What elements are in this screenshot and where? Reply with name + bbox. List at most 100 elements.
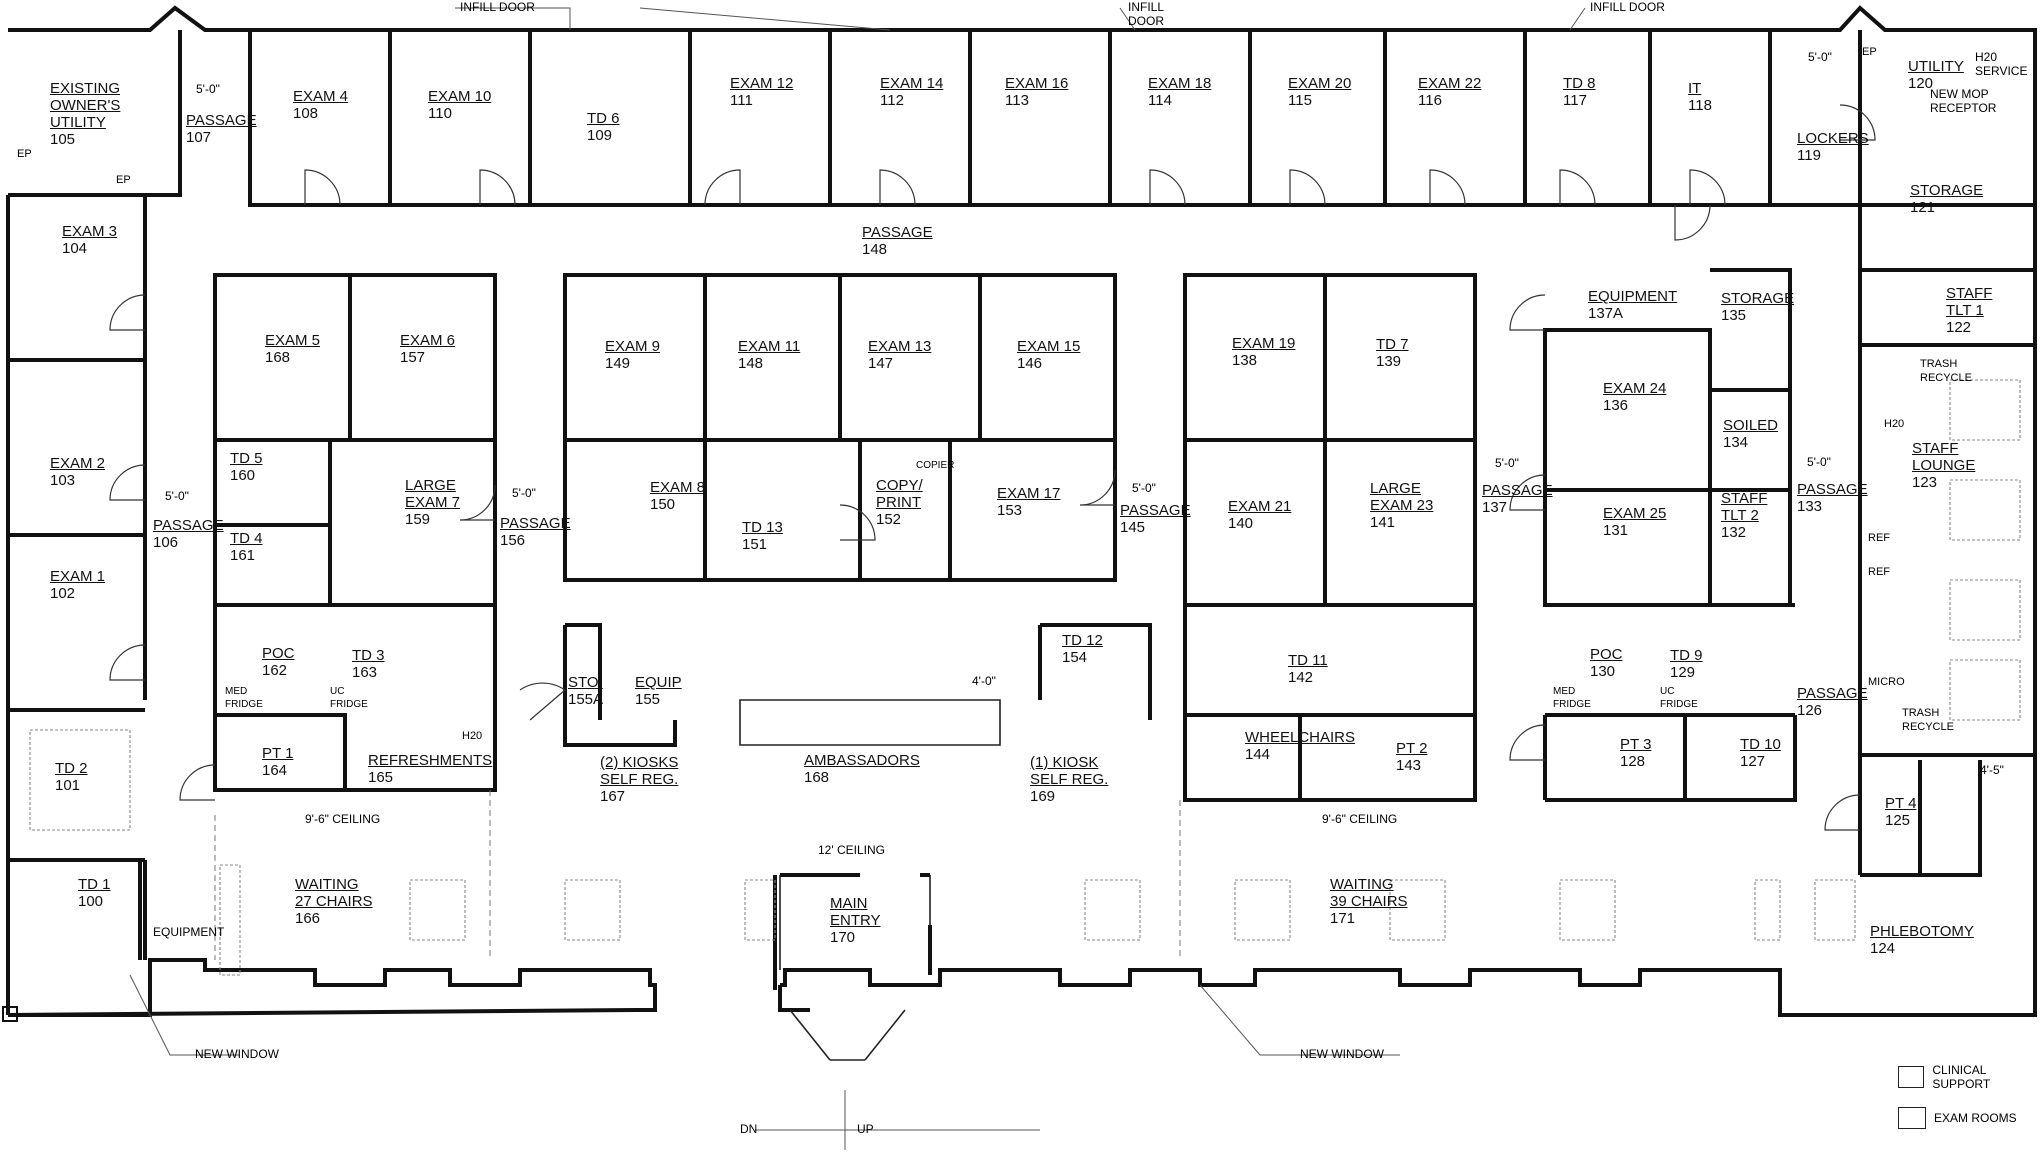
room-name: POC <box>1590 646 1623 663</box>
room-number: 115 <box>1288 92 1312 109</box>
room-number: 108 <box>293 105 319 122</box>
room-name: EXAM 4 <box>293 88 349 105</box>
room-number: 138 <box>1232 352 1258 369</box>
room-name: EXAM 12 <box>730 75 794 92</box>
room-name: EXAM 14 <box>880 75 944 92</box>
room-name: TD 12 <box>1062 632 1103 649</box>
room-number: 163 <box>352 664 378 681</box>
note-equipment-west: EQUIPMENT <box>153 925 225 939</box>
core-block-b <box>563 273 1117 582</box>
room-number: 130 <box>1590 663 1616 680</box>
room-name: UTILITY <box>1908 58 1964 75</box>
room-name: TD 11 <box>1288 652 1328 669</box>
room-number: 155A <box>568 691 604 708</box>
room-name: TD 5 <box>230 450 263 467</box>
room-name: (1) KIOSK <box>1030 754 1099 771</box>
room-number: 109 <box>587 127 613 144</box>
legend-label: EXAM ROOMS <box>1934 1111 2017 1125</box>
note-dn: DN <box>740 1122 758 1136</box>
room-number: 114 <box>1148 92 1172 109</box>
room-name: EXAM 2 <box>50 455 106 472</box>
room-name: STAFF <box>1946 285 1993 302</box>
note-med-fridge-2a: MED <box>1553 686 1576 697</box>
note-h20-service: H20 <box>1975 50 1998 64</box>
room-number: 171 <box>1330 910 1356 927</box>
room-name: EXAM 16 <box>1005 75 1069 92</box>
room-name: TD 13 <box>742 519 783 536</box>
room-number: 137A <box>1588 305 1624 322</box>
room-number: 102 <box>50 585 76 602</box>
room-name: PASSAGE <box>1797 685 1868 702</box>
room-name: EXAM 21 <box>1228 498 1292 515</box>
room-name: EXAM 11 <box>738 338 801 355</box>
note-med-fridge-2b: FRIDGE <box>1553 699 1591 710</box>
room-name: LARGE <box>1370 480 1421 497</box>
core-block-a <box>213 273 497 792</box>
room-name: SOILED <box>1723 417 1779 434</box>
room-name: TD 2 <box>55 760 88 777</box>
room-name: OWNER'S <box>50 97 121 114</box>
note-infill-door-1: INFILL DOOR <box>460 0 535 14</box>
room-number: 156 <box>500 532 526 549</box>
room-name: REFRESHMENTS <box>368 752 493 769</box>
room-number: 127 <box>1740 753 1766 770</box>
room-name: EXAM 24 <box>1603 380 1667 397</box>
room-name: PHLEBOTOMY <box>1870 923 1974 940</box>
lower-walls <box>10 623 1982 960</box>
legend-item-clinical-support: CLINICAL SUPPORT <box>1898 1063 2040 1091</box>
room-name: (2) KIOSKS <box>600 754 679 771</box>
room-name: STO. <box>568 674 603 691</box>
legend-item-exam-rooms: EXAM ROOMS <box>1898 1107 2040 1129</box>
note-ep-3: EP <box>1862 46 1877 58</box>
core-block-c <box>1183 273 1477 802</box>
furniture <box>29 379 2021 976</box>
room-number: 112 <box>880 92 904 109</box>
room-number: 164 <box>262 762 288 779</box>
room-name: EXAM 20 <box>1288 75 1352 92</box>
room-number: 149 <box>605 355 631 372</box>
room-name: TD 3 <box>352 647 385 664</box>
note-ceiling-2: 9'-6" CEILING <box>1322 812 1398 826</box>
room-number: 119 <box>1797 147 1821 164</box>
room-number: 111 <box>730 92 753 109</box>
room-number: 154 <box>1062 649 1088 666</box>
room-number: 107 <box>186 129 212 146</box>
room-name: PT 2 <box>1396 740 1428 757</box>
room-number: 128 <box>1620 753 1646 770</box>
note-uc-fridge-1b: FRIDGE <box>330 699 368 710</box>
room-name: COPY/ <box>876 477 923 494</box>
room-number: 159 <box>405 511 431 528</box>
room-number: 132 <box>1721 524 1747 541</box>
note-new-window-2: NEW WINDOW <box>1300 1047 1384 1061</box>
room-number: 120 <box>1908 75 1934 92</box>
room-number: 165 <box>368 769 394 786</box>
room-number: 162 <box>262 662 288 679</box>
